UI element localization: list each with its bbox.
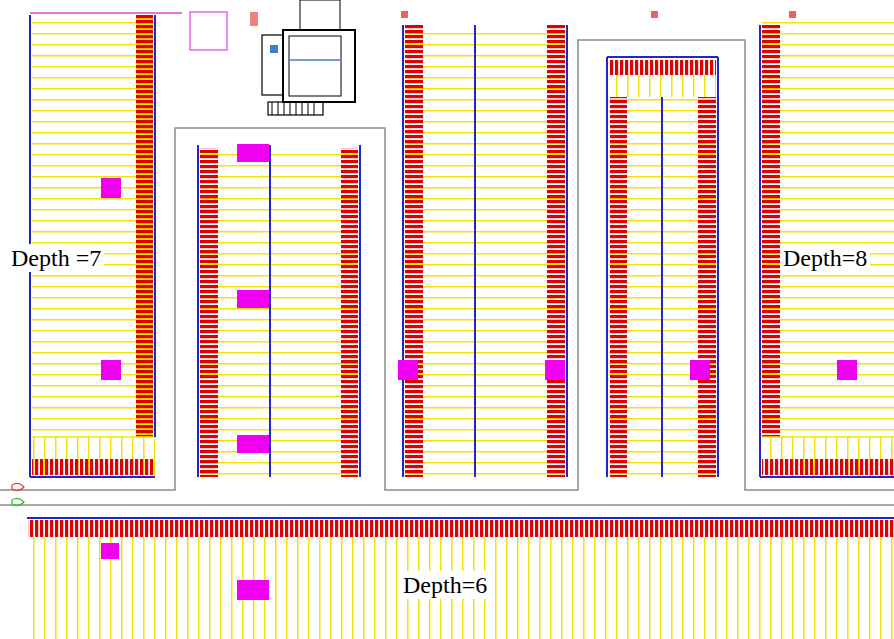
office-room <box>289 36 341 96</box>
rack-strip <box>762 459 894 475</box>
office-detail <box>250 12 258 26</box>
rack-shelves <box>762 15 894 437</box>
door-symbol <box>12 483 24 505</box>
rack-beam <box>606 57 608 477</box>
rack-block <box>27 518 894 639</box>
column-marker <box>401 11 408 18</box>
depth-label: Depth=6 <box>400 571 490 599</box>
rack-shelves <box>200 148 358 477</box>
equipment-box <box>190 12 227 50</box>
column-pillar <box>237 580 269 600</box>
rack-beam <box>30 476 155 478</box>
door-symbol <box>12 483 24 490</box>
rack-strip <box>762 25 780 437</box>
rack-strip <box>610 97 627 477</box>
column-pillar <box>237 144 269 162</box>
office-building <box>250 0 355 115</box>
office-detail <box>290 59 340 61</box>
rack-beam <box>402 25 404 477</box>
rack-edge <box>32 436 155 438</box>
column-pillar <box>398 360 418 380</box>
rack-beam <box>197 145 199 477</box>
rack-strip <box>341 148 358 477</box>
rack-block <box>198 144 360 477</box>
rack-beam <box>661 97 663 477</box>
rack-strip <box>547 25 565 477</box>
rack-shelves <box>32 15 136 437</box>
rack-strip <box>28 520 894 537</box>
rack-strip <box>200 148 218 477</box>
rack-strip <box>610 60 716 75</box>
rack-beam <box>27 517 894 519</box>
office-wing <box>262 35 283 95</box>
rack-bins <box>32 437 155 477</box>
rack-strip <box>698 97 716 477</box>
rack-bins <box>28 537 894 639</box>
column-pillar <box>237 290 269 308</box>
rack-beam <box>359 145 361 477</box>
office-steps <box>272 102 314 115</box>
rack-strip <box>136 15 153 437</box>
rack-beam <box>759 25 761 477</box>
rack-strip <box>405 25 423 477</box>
aisle-outline <box>0 504 894 506</box>
rack-beam <box>566 25 568 477</box>
rack-strip <box>32 459 155 475</box>
depth-label: Depth=8 <box>780 244 870 272</box>
office-steps <box>268 102 323 115</box>
rack-bins <box>762 437 894 477</box>
rack-block <box>760 15 894 477</box>
rack-strip <box>136 15 153 437</box>
column-pillar <box>101 360 121 380</box>
rack-shelves <box>405 25 565 477</box>
rack-beam <box>269 145 271 477</box>
column-marker <box>651 11 658 18</box>
rack-bins <box>609 75 716 97</box>
column-pillar <box>545 360 565 380</box>
rack-beam <box>760 476 894 478</box>
column-pillar <box>837 360 857 380</box>
rack-edge <box>762 436 894 438</box>
boundary-line <box>30 12 182 14</box>
rack-beam <box>717 57 719 477</box>
office-wall <box>283 30 355 102</box>
depth-label: Depth =7 <box>8 244 104 272</box>
rack-beam <box>474 25 476 477</box>
rack-beam <box>607 56 718 58</box>
door-symbol <box>12 498 24 505</box>
rack-block <box>398 25 567 477</box>
column-pillar <box>237 435 269 453</box>
office-detail <box>270 45 278 53</box>
column-pillar <box>690 360 710 380</box>
column-pillar <box>101 543 119 559</box>
rack-shelves <box>609 97 716 477</box>
rack-beam <box>154 15 156 437</box>
rack-block <box>607 57 718 477</box>
office-wing <box>300 0 340 30</box>
column-pillar <box>101 178 121 198</box>
